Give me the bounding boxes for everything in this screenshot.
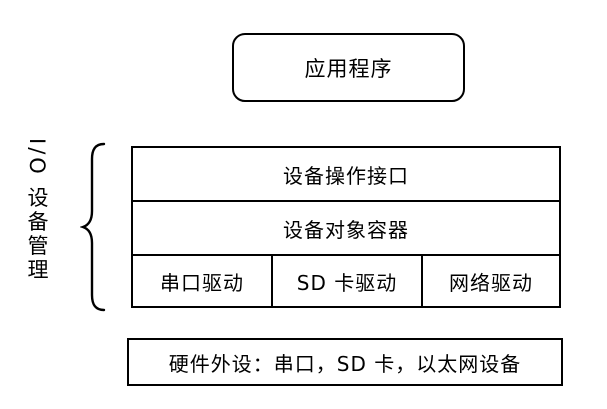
driver-serial-label: 串口驱动: [160, 270, 244, 295]
driver-sdcard-label: SD 卡驱动: [296, 270, 398, 295]
io-management-side-label: I/O 设备管理: [25, 138, 49, 283]
layer-device-operation-interface: 设备操作接口: [133, 148, 559, 202]
application-label: 应用程序: [304, 56, 393, 81]
layer-device-object-container: 设备对象容器: [133, 202, 559, 256]
io-layer-stack: 设备操作接口 设备对象容器 串口驱动 SD 卡驱动 网络驱动: [131, 146, 561, 308]
layer-device-object-container-label: 设备对象容器: [283, 217, 409, 242]
driver-cell-network: 网络驱动: [423, 256, 559, 306]
curly-brace: [80, 142, 106, 312]
driver-cell-sdcard: SD 卡驱动: [273, 256, 423, 306]
driver-cell-serial: 串口驱动: [133, 256, 273, 306]
driver-layer-row: 串口驱动 SD 卡驱动 网络驱动: [133, 256, 559, 306]
hardware-peripherals-box: 硬件外设：串口，SD 卡，以太网设备: [127, 338, 563, 386]
layer-device-operation-interface-label: 设备操作接口: [283, 163, 409, 188]
hardware-peripherals-label: 硬件外设：串口，SD 卡，以太网设备: [168, 351, 522, 376]
application-box: 应用程序: [232, 33, 465, 102]
driver-network-label: 网络驱动: [449, 270, 533, 295]
